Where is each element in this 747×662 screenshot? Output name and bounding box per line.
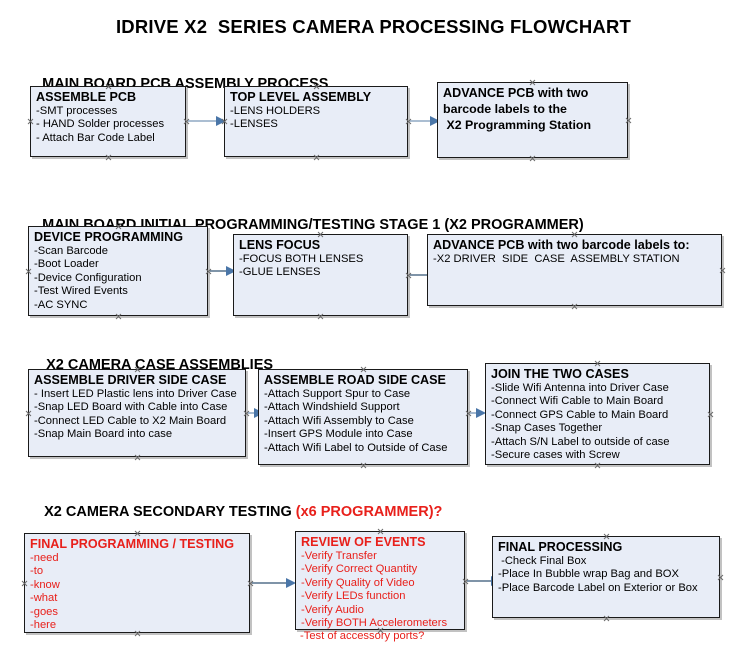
node-title: ASSEMBLE ROAD SIDE CASE	[264, 373, 446, 387]
connector-arrow	[188, 116, 226, 126]
node-body: LENS FOCUS -FOCUS BOTH LENSES -GLUE LENS…	[234, 235, 407, 280]
node-line: -Connect Wifi Cable to Main Board	[491, 395, 664, 408]
node-final-programming-testing[interactable]: FINAL PROGRAMMING / TESTING -need -to -k…	[24, 533, 250, 633]
connector-arrow	[410, 116, 440, 126]
page-title: IDRIVE X2 SERIES CAMERA PROCESSING FLOWC…	[115, 16, 632, 37]
node-line: -Verify Transfer	[301, 549, 377, 562]
node-line: -AC SYNC	[34, 298, 88, 311]
node-advance-pcb-to-programming-station[interactable]: ADVANCE PCB with two barcode labels to t…	[437, 82, 628, 158]
node-title: FINAL PROGRAMMING / TESTING	[30, 537, 235, 551]
node-line: -Connect LED Cable to X2 Main Board	[34, 414, 227, 427]
node-line: -what	[30, 592, 58, 605]
node-line: -LENS HOLDERS	[230, 104, 321, 117]
node-body: ASSEMBLE DRIVER SIDE CASE - Insert LED P…	[29, 370, 245, 442]
node-final-processing[interactable]: FINAL PROCESSING -Check Final Box -Place…	[492, 536, 720, 618]
section-heading-text: X2 CAMERA SECONDARY TESTING	[44, 504, 296, 520]
node-line: -Attach Wifi Label to Outside of Case	[264, 441, 448, 454]
node-line: -know	[30, 578, 60, 591]
node-line: - HAND Solder processes	[36, 118, 165, 131]
node-line: -need	[30, 551, 59, 564]
node-join-the-two-cases[interactable]: JOIN THE TWO CASES -Slide Wifi Antenna i…	[485, 363, 710, 465]
node-title: FINAL PROCESSING	[498, 540, 623, 554]
node-body: ADVANCE PCB with two barcode labels to: …	[428, 235, 721, 266]
node-line: -Snap LED Board with Cable into Case	[34, 401, 228, 414]
node-line: barcode labels to the	[443, 101, 567, 116]
node-title: LENS FOCUS	[239, 238, 321, 252]
node-line: -Verify Quality of Video	[301, 576, 415, 589]
node-body: FINAL PROGRAMMING / TESTING -need -to -k…	[25, 534, 249, 632]
node-line: -Place Barcode Label on Exterior or Box	[498, 581, 698, 594]
node-line: -X2 DRIVER SIDE CASE ASSEMBLY STATION	[433, 252, 680, 265]
node-line: -SMT processes	[36, 104, 118, 117]
node-body: REVIEW OF EVENTS -Verify Transfer -Verif…	[296, 532, 464, 630]
node-body: TOP LEVEL ASSEMBLY -LENS HOLDERS -LENSES	[225, 87, 407, 132]
node-line: -GLUE LENSES	[239, 266, 321, 279]
node-line: -Boot Loader	[34, 258, 99, 271]
node-line: -Attach Wifi Assembly to Case	[264, 414, 414, 427]
node-line: -Verify BOTH Accelerometers	[301, 617, 448, 630]
node-line: -FOCUS BOTH LENSES	[239, 252, 364, 265]
node-line: X2 Programming Station	[443, 118, 592, 133]
node-advance-pcb-to-driver-side-case[interactable]: ADVANCE PCB with two barcode labels to: …	[427, 234, 722, 306]
node-line: -Attach Windshield Support	[264, 401, 400, 414]
node-title: ASSEMBLE DRIVER SIDE CASE	[34, 373, 227, 387]
node-body: ASSEMBLE PCB -SMT processes - HAND Solde…	[31, 87, 185, 145]
node-assemble-driver-side-case[interactable]: ASSEMBLE DRIVER SIDE CASE - Insert LED P…	[28, 369, 246, 457]
node-assemble-road-side-case[interactable]: ASSEMBLE ROAD SIDE CASE -Attach Support …	[258, 369, 468, 465]
node-device-programming[interactable]: DEVICE PROGRAMMING -Scan Barcode -Boot L…	[28, 226, 208, 316]
node-body: ADVANCE PCB with two barcode labels to t…	[438, 83, 627, 134]
section-heading-x2-camera-secondary-testing: X2 CAMERA SECONDARY TESTING (x6 PROGRAMM…	[28, 488, 442, 536]
node-line: -LENSES	[230, 118, 278, 131]
node-title: REVIEW OF EVENTS	[301, 535, 426, 549]
node-line: -Attach Support Spur to Case	[264, 387, 411, 400]
node-line: -Device Configuration	[34, 271, 142, 284]
node-line: -Check Final Box	[498, 554, 587, 567]
node-body: FINAL PROCESSING -Check Final Box -Place…	[493, 537, 719, 595]
node-body: DEVICE PROGRAMMING -Scan Barcode -Boot L…	[29, 227, 207, 312]
node-title: JOIN THE TWO CASES	[491, 367, 629, 381]
node-body: JOIN THE TWO CASES -Slide Wifi Antenna i…	[486, 364, 709, 462]
node-assemble-pcb[interactable]: ASSEMBLE PCB -SMT processes - HAND Solde…	[30, 86, 186, 157]
node-title: ADVANCE PCB with two barcode labels to:	[433, 238, 690, 252]
node-title: TOP LEVEL ASSEMBLY	[230, 90, 372, 104]
node-title: ASSEMBLE PCB	[36, 90, 137, 104]
node-line: -Attach S/N Label to outside of case	[491, 435, 670, 448]
node-top-level-assembly[interactable]: TOP LEVEL ASSEMBLY -LENS HOLDERS -LENSES	[224, 86, 408, 157]
node-line: -Slide Wifi Antenna into Driver Case	[491, 381, 669, 394]
node-line: -Connect GPS Cable to Main Board	[491, 408, 669, 421]
node-line: -Verify LEDs function	[301, 590, 406, 603]
node-line: -Snap Main Board into case	[34, 428, 173, 441]
node-line: -Secure cases with Screw	[491, 449, 620, 462]
node-line: -Verify Correct Quantity	[301, 563, 418, 576]
node-body: ASSEMBLE ROAD SIDE CASE -Attach Support …	[259, 370, 467, 455]
node-line: - Attach Bar Code Label	[36, 131, 155, 144]
node-line: -Snap Cases Together	[491, 422, 603, 435]
node-line: -Insert GPS Module into Case	[264, 428, 413, 441]
node-lens-focus[interactable]: LENS FOCUS -FOCUS BOTH LENSES -GLUE LENS…	[233, 234, 408, 316]
node-line: -here	[30, 619, 57, 632]
node-title: DEVICE PROGRAMMING	[34, 230, 184, 244]
connector-arrow	[470, 408, 486, 418]
node-line: -goes	[30, 605, 58, 618]
node-overflow-line: -Test of accessory ports?	[300, 630, 425, 642]
node-title: ADVANCE PCB with two	[443, 86, 589, 100]
node-line: -Test Wired Events	[34, 285, 128, 298]
node-line: -Place In Bubble wrap Bag and BOX	[498, 568, 679, 581]
node-review-of-events[interactable]: REVIEW OF EVENTS -Verify Transfer -Verif…	[295, 531, 465, 630]
node-line: -Scan Barcode	[34, 244, 109, 257]
node-line: - Insert LED Plastic lens into Driver Ca…	[34, 387, 237, 400]
node-line: -to	[30, 565, 44, 578]
node-line: -Verify Audio	[301, 603, 364, 616]
connector-arrow	[252, 578, 296, 588]
section-heading-accent: (x6 PROGRAMMER)?	[295, 504, 443, 520]
